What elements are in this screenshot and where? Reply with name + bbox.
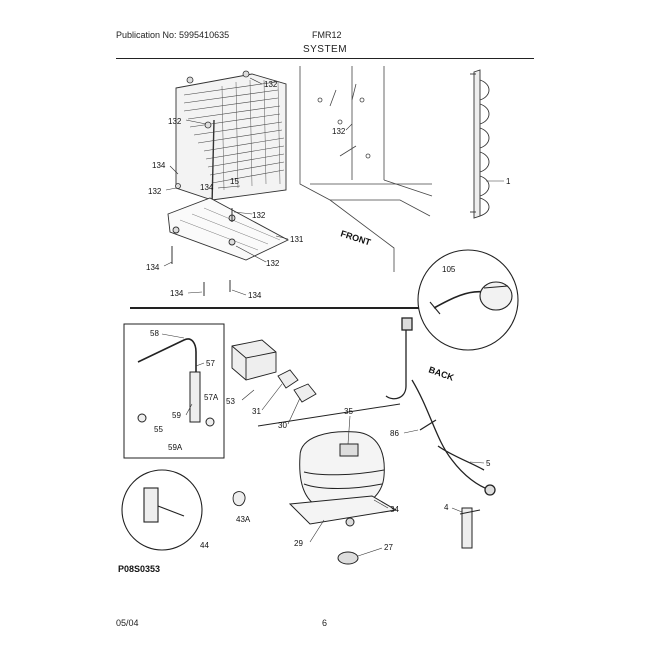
callout-31: 31 [252,407,261,416]
callout-134: 134 [146,263,160,272]
back-label: BACK [427,364,455,382]
callout-132: 132 [266,259,280,268]
callout-43a: 43A [236,515,251,524]
callout-30: 30 [278,421,287,430]
screws [171,70,250,296]
callout-15: 15 [230,177,239,186]
callout-27: 27 [384,543,393,552]
front-label: FRONT [339,228,372,247]
callout-29: 29 [294,539,303,548]
callout-44: 44 [200,541,209,550]
drain-pan [167,197,289,261]
refrigerant-tubing [385,317,496,496]
callout-35: 35 [344,407,353,416]
callout-105: 105 [442,265,456,274]
callout-57a: 57A [204,393,219,402]
diagram-code: P08S0353 [118,564,161,574]
detail-105 [417,249,519,351]
callout-132: 132 [252,211,266,220]
callout-55: 55 [154,425,163,434]
callout-5: 5 [486,459,491,468]
callout-134: 134 [200,183,214,192]
callout-4: 4 [444,503,449,512]
part-43a [232,491,246,507]
callout-59a: 59A [168,443,183,452]
callout-132: 132 [264,80,278,89]
cabinet-outline [299,66,433,272]
capillary-inset [123,323,225,459]
side-condenser [470,69,490,219]
filter-drier [459,507,481,549]
detail-44 [121,469,203,551]
model-number: FMR12 [312,30,342,40]
condenser-coil [175,73,287,207]
callout-59: 59 [172,411,181,420]
callout-134: 134 [248,291,262,300]
callout-134: 134 [170,289,184,298]
callout-34: 34 [390,505,399,514]
callout-134: 134 [152,161,166,170]
header-rule [116,58,534,59]
section-title: SYSTEM [302,44,348,55]
footer-date: 05/04 [116,618,139,628]
section-divider [130,307,420,309]
publication-number: Publication No: 5995410635 [116,30,230,40]
callout-57: 57 [206,359,215,368]
callout-132: 132 [168,117,182,126]
callout-131: 131 [290,235,304,244]
callout-132: 132 [332,127,346,136]
callout-86: 86 [390,429,399,438]
leader-lines [161,77,504,557]
relay-parts [231,339,317,403]
callout-1: 1 [506,177,511,186]
callout-58: 58 [150,329,159,338]
page-number: 6 [322,618,328,628]
callout-132: 132 [148,187,162,196]
compressor [257,403,401,565]
callout-53: 53 [226,397,235,406]
